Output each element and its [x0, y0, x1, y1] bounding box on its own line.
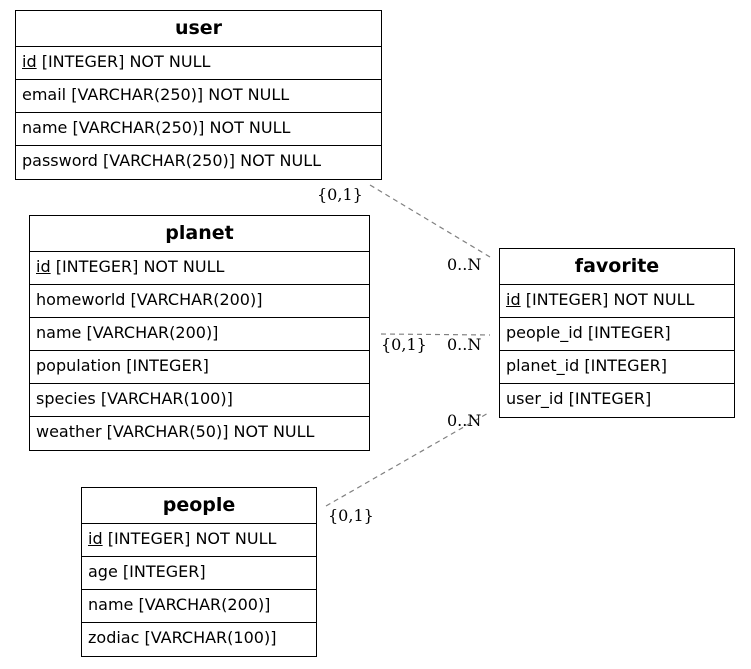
column-text: [INTEGER] NOT NULL [50, 257, 225, 276]
column-row[interactable]: age [INTEGER] [82, 557, 316, 590]
entity-favorite[interactable]: favorite id [INTEGER] NOT NULL people_id… [499, 248, 735, 418]
cardinality-user-side: {0,1} [317, 185, 363, 204]
primary-key-name: id [506, 290, 521, 309]
column-row[interactable]: name [VARCHAR(200)] [82, 590, 316, 623]
column-row[interactable]: email [VARCHAR(250)] NOT NULL [16, 80, 381, 113]
column-text: [INTEGER] NOT NULL [520, 290, 695, 309]
entity-user[interactable]: user id [INTEGER] NOT NULL email [VARCHA… [15, 10, 382, 180]
column-row[interactable]: name [VARCHAR(200)] [30, 318, 369, 351]
column-text: user_id [INTEGER] [506, 389, 652, 408]
primary-key-name: id [22, 52, 37, 71]
primary-key-name: id [88, 529, 103, 548]
column-row[interactable]: population [INTEGER] [30, 351, 369, 384]
column-row[interactable]: password [VARCHAR(250)] NOT NULL [16, 146, 381, 179]
column-text: homeworld [VARCHAR(200)] [36, 290, 263, 309]
cardinality-favorite-people-side: 0..N [447, 411, 482, 430]
column-text: people_id [INTEGER] [506, 323, 671, 342]
column-row[interactable]: people_id [INTEGER] [500, 318, 734, 351]
cardinality-people-side: {0,1} [328, 506, 374, 525]
column-row[interactable]: weather [VARCHAR(50)] NOT NULL [30, 417, 369, 450]
column-text: [INTEGER] NOT NULL [36, 52, 211, 71]
column-text: name [VARCHAR(200)] [88, 595, 271, 614]
column-row[interactable]: zodiac [VARCHAR(100)] [82, 623, 316, 656]
column-text: planet_id [INTEGER] [506, 356, 668, 375]
column-text: name [VARCHAR(200)] [36, 323, 219, 342]
column-row[interactable]: name [VARCHAR(250)] NOT NULL [16, 113, 381, 146]
column-text: zodiac [VARCHAR(100)] [88, 628, 277, 647]
rel-line-planet-favorite [380, 333, 491, 336]
entity-planet[interactable]: planet id [INTEGER] NOT NULL homeworld [… [29, 215, 370, 451]
entity-title: people [82, 488, 316, 524]
column-row[interactable]: species [VARCHAR(100)] [30, 384, 369, 417]
primary-key-name: id [36, 257, 51, 276]
column-text: [INTEGER] NOT NULL [102, 529, 277, 548]
column-text: age [INTEGER] [88, 562, 206, 581]
column-row[interactable]: id [INTEGER] NOT NULL [16, 47, 381, 80]
entity-title: user [16, 11, 381, 47]
column-text: weather [VARCHAR(50)] NOT NULL [36, 422, 315, 441]
column-text: name [VARCHAR(250)] NOT NULL [22, 118, 291, 137]
column-row[interactable]: id [INTEGER] NOT NULL [82, 524, 316, 557]
entity-people[interactable]: people id [INTEGER] NOT NULL age [INTEGE… [81, 487, 317, 657]
cardinality-planet-side: {0,1} [381, 335, 427, 354]
column-row[interactable]: homeworld [VARCHAR(200)] [30, 285, 369, 318]
column-row[interactable]: id [INTEGER] NOT NULL [30, 252, 369, 285]
cardinality-favorite-user-side: 0..N [447, 255, 482, 274]
column-row[interactable]: user_id [INTEGER] [500, 384, 734, 417]
rel-line-people-favorite [325, 411, 491, 507]
column-row[interactable]: planet_id [INTEGER] [500, 351, 734, 384]
column-text: password [VARCHAR(250)] NOT NULL [22, 151, 322, 170]
column-row[interactable]: id [INTEGER] NOT NULL [500, 285, 734, 318]
column-text: population [INTEGER] [36, 356, 209, 375]
rel-line-user-favorite [369, 184, 491, 258]
entity-title: planet [30, 216, 369, 252]
column-text: email [VARCHAR(250)] NOT NULL [22, 85, 290, 104]
entity-title: favorite [500, 249, 734, 285]
cardinality-favorite-planet-side: 0..N [447, 335, 482, 354]
column-text: species [VARCHAR(100)] [36, 389, 233, 408]
